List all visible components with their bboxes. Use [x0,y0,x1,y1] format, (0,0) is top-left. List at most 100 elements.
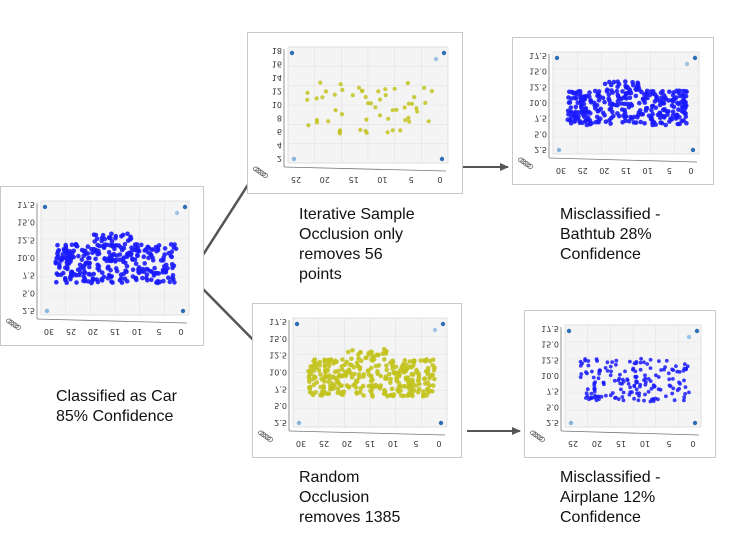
iterative-corner-marker [433,56,439,62]
iterative-caption-line: points [299,266,342,283]
iterative-corner-marker [289,50,295,56]
bathtub-caption-line: Bathtub 28% [560,226,652,243]
iterative_result-y-tick-label: 7.5 [534,114,547,123]
iterative-z-axis-marks [253,166,269,178]
bathtub-caption: Misclassified - Bathtub 28% Confidence [560,205,660,265]
original-y-tick-label: 2.5 [22,306,35,315]
iterative-axes-grid [283,46,449,172]
random_result-z-axis-marks [530,430,546,442]
iterative-x-tick-label: 20 [320,175,330,184]
iterative_result-x-tick-label: 15 [621,166,631,175]
random-x-tick-label: 15 [365,439,375,448]
random-x-tick-label: 30 [296,439,306,448]
random-x-tick-label: 0 [436,439,441,448]
iterative_result-x-tick-label: 0 [688,166,693,175]
iterative-y-tick-label: 6 [277,127,282,136]
random-x-tick-label: 10 [388,439,398,448]
random-z-axis-marks [258,430,274,442]
random-caption-line: Occlusion [299,489,370,506]
random-corner-marker [438,420,444,426]
iterative-y-tick-label: 10 [272,100,282,109]
original-y-tick-label: 15.0 [17,218,35,227]
random_result-x-tick-label: 25 [568,439,578,448]
original-z-axis-marks [6,318,22,330]
iterative-corner-marker [291,156,297,162]
iterative_result-y-tick-label: 2.5 [534,145,547,154]
iterative_result-point-cloud [565,79,689,128]
random-y-tick-label: 5.0 [274,401,287,410]
original-caption-line: 85% Confidence [56,408,174,425]
original-caption-line: Classified as Car [56,388,177,405]
iterative_result-corner-marker [554,55,560,61]
airplane-caption-line: Confidence [560,509,641,526]
original-y-tick-label: 7.5 [22,271,35,280]
iterative-corner-marker [439,156,445,162]
random_result-x-tick-label: 15 [616,439,626,448]
original-corner-marker [182,204,188,210]
iterative-y-tick-label: 4 [277,141,282,150]
random-corner-marker [296,420,302,426]
random_result-axes-grid [560,324,702,436]
original-corner-marker [174,210,180,216]
original-y-tick-label: 10.0 [17,253,35,262]
iterative_result-y-tick-label: 5.0 [534,129,547,138]
airplane-caption: Misclassified - Airplane 12% Confidence [560,468,660,528]
random_result-y-tick-label: 5.0 [546,402,559,411]
iterative_result-x-tick-label: 25 [578,166,588,175]
airplane-caption-line: Misclassified - [560,469,661,486]
iterative-point-cloud [305,80,434,136]
original-y-tick-label: 12.5 [17,235,35,244]
iterative-y-tick-label: 12 [272,87,282,96]
iterative_result-corner-marker [684,61,690,67]
original-x-tick-label: 5 [156,327,161,336]
iterative-corner-marker [441,50,447,56]
bathtub-caption-line: Misclassified - [560,206,661,223]
original-corner-marker [180,308,186,314]
iterative_result-corner-marker [690,147,696,153]
iterative_result-z-axis-marks [518,157,534,169]
iterative-caption-line: Occlusion only [299,226,404,243]
iterative_result-y-tick-label: 15.0 [529,67,547,76]
random_result-x-tick-label: 10 [640,439,650,448]
random_result-y-tick-label: 17.5 [541,324,559,333]
original-y-tick-label: 5.0 [22,288,35,297]
random-y-tick-label: 10.0 [269,368,287,377]
random-y-tick-label: 12.5 [269,351,287,360]
random-y-tick-label: 2.5 [274,418,287,427]
original-x-tick-label: 10 [132,327,142,336]
iterative-x-tick-label: 5 [409,175,414,184]
random_result-x-tick-label: 20 [592,439,602,448]
iterative-caption-line: removes 56 [299,246,383,263]
iterative_result-y-tick-label: 10.0 [529,98,547,107]
iterative_result-y-tick-label: 17.5 [529,51,547,60]
random_result-y-tick-label: 15.0 [541,340,559,349]
random-x-tick-label: 5 [413,439,418,448]
random_result-corner-marker [692,420,698,426]
original-x-tick-label: 0 [178,327,183,336]
original-x-tick-label: 30 [44,327,54,336]
random-x-tick-label: 20 [342,439,352,448]
random_result-corner-marker [686,334,692,340]
random-y-tick-label: 15.0 [269,334,287,343]
random-corner-marker [294,321,300,327]
random_result-y-tick-label: 10.0 [541,371,559,380]
random_result-corner-marker [566,328,572,334]
iterative_result-x-tick-label: 5 [667,166,672,175]
iterative-caption-line: Iterative Sample [299,206,415,223]
iterative-y-tick-label: 16 [272,60,282,69]
random_result-x-tick-label: 0 [690,439,695,448]
random_result-corner-marker [568,420,574,426]
iterative-x-tick-label: 0 [437,175,442,184]
iterative_result-x-tick-label: 20 [599,166,609,175]
original-x-tick-label: 20 [88,327,98,336]
random_result-y-tick-label: 12.5 [541,355,559,364]
iterative-x-tick-label: 10 [377,175,387,184]
